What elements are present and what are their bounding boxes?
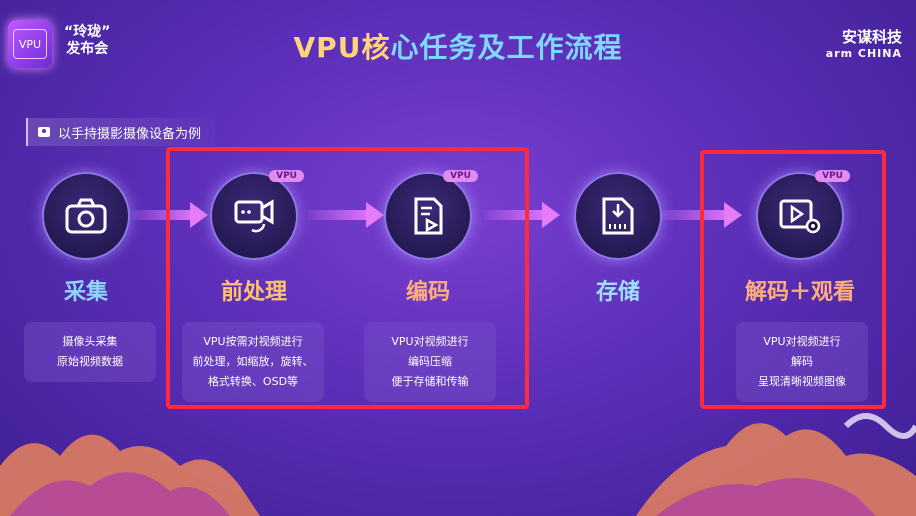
page-title: VPU核心任务及工作流程 [0,26,916,66]
step-decode-circle: VPU [756,170,850,260]
document-play-icon [414,197,443,235]
step-preprocess-title: 前处理 [220,280,287,305]
step-encode-title: 编码 [405,280,450,305]
event-title-line2: 发布会 [66,41,109,57]
mountains-left-decoration [0,434,260,516]
step-decode-desc: VPU对视频进行 解码 呈现清晰视频图像 [736,322,868,402]
step-capture-desc: 摄像头采集 原始视频数据 [24,322,156,382]
step-capture-circle [42,172,130,260]
video-process-icon [234,199,274,233]
event-title-line1: “玲珑” [64,24,111,40]
event-title: “玲珑” 发布会 [64,24,110,58]
step-preprocess: VPU 前处理 [184,170,324,306]
event-logo: VPU [8,20,52,68]
page-title-prefix: VPU核 [293,31,391,64]
arrow-4 [660,202,742,228]
step-storage: 存储 [548,172,688,306]
step-encode: VPU 编码 [358,170,498,306]
step-decode-title: 解码＋观看 [744,280,855,305]
highlight-box-vpu-encode [166,147,529,409]
vpu-tag: VPU [443,170,478,182]
camera-icon [65,198,107,234]
step-storage-title: 存储 [595,280,640,305]
step-encode-desc: VPU对视频进行 编码压缩 便于存储和传输 [364,322,496,402]
brand-cn: 安谋科技 [841,28,902,46]
video-settings-icon [779,199,821,234]
highlight-box-vpu-decode [700,150,886,409]
scenario-label: 以手持摄影摄像设备为例 [26,118,216,146]
step-storage-circle [574,172,662,260]
step-preprocess-desc: VPU按需对视频进行 前处理，如缩放，旋转、 格式转换、OSD等 [182,322,324,402]
brand-en: arm CHINA [825,47,902,60]
arrow-1 [132,202,208,228]
camera-icon [38,127,50,137]
sd-card-icon [602,197,634,235]
mountains-right-decoration [636,413,916,516]
page-title-main: 心任务及工作流程 [390,31,623,64]
brand-logo: 安谋科技 arm CHINA [826,26,902,60]
step-capture: 采集 [16,172,156,306]
step-encode-circle: VPU [384,170,478,260]
vpu-tag: VPU [269,170,304,182]
event-logo-label: VPU [13,29,47,59]
step-decode: VPU 解码＋观看 [730,170,870,306]
step-capture-title: 采集 [63,280,108,305]
vpu-tag: VPU [815,170,850,182]
scenario-text: 以手持摄影摄像设备为例 [58,126,202,142]
arrow-2 [308,202,384,228]
step-preprocess-circle: VPU [210,170,304,260]
arrow-3 [484,202,560,228]
